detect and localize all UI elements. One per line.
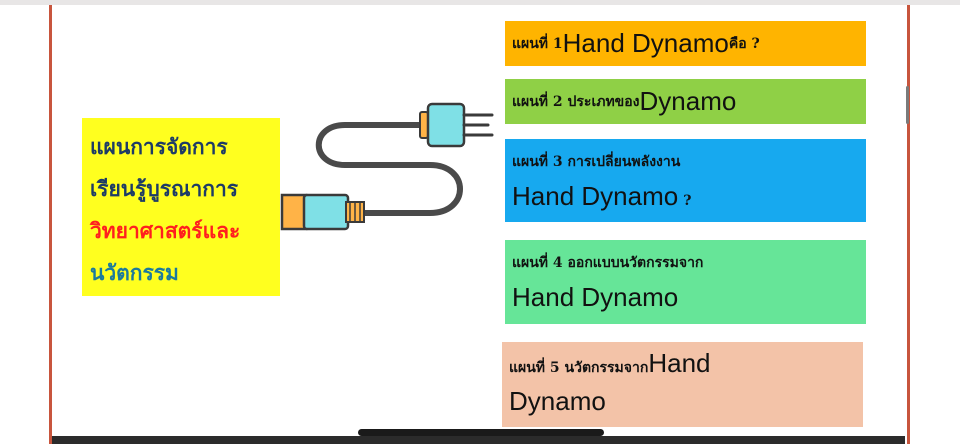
title-line-1: แผนการจัดการ <box>90 134 228 159</box>
plan-5-card[interactable]: แผนที่ 5 นวัตกรรมจากHand Dynamo <box>502 342 863 427</box>
bottom-bar <box>52 436 905 444</box>
title-line-4: นวัตกรรม <box>90 260 179 285</box>
plan-3-english: Hand Dynamo <box>512 181 679 211</box>
plan-4-card[interactable]: แผนที่ 4 ออกแบบนวัตกรรมจาก Hand Dynamo <box>505 240 866 324</box>
plan-1-suffix: คือ ? <box>728 35 760 52</box>
plan-1-card[interactable]: แผนที่ 1 Hand Dynamo คือ ? <box>505 21 866 66</box>
plan-2-english: Dynamo <box>639 86 737 116</box>
top-band <box>0 0 960 5</box>
title-box: แผนการจัดการ เรียนรู้บูรณาการ วิทยาศาสตร… <box>82 118 280 296</box>
plan-3-title: แผนที่ 3 การเปลี่ยนพลังงาน <box>512 154 681 170</box>
home-indicator[interactable] <box>358 429 604 436</box>
plan-4-title: แผนที่ 4 ออกแบบนวัตกรรมจาก <box>512 255 704 271</box>
plan-3-card[interactable]: แผนที่ 3 การเปลี่ยนพลังงาน Hand Dynamo ? <box>505 139 866 222</box>
plan-5-english-b: Dynamo <box>509 386 606 416</box>
plan-5-prefix: แผนที่ 5 นวัตกรรมจาก <box>509 360 649 376</box>
plan-4-english: Hand Dynamo <box>512 282 679 312</box>
power-cable-plug-icon <box>280 102 494 231</box>
title-line-2: เรียนรู้บูรณาการ <box>90 176 239 201</box>
plan-1-english: Hand Dynamo <box>562 28 729 58</box>
plan-3-suffix: ? <box>683 193 692 209</box>
scroll-indicator[interactable] <box>906 86 909 124</box>
title-line-3: วิทยาศาสตร์และ <box>90 218 241 243</box>
plan-2-card[interactable]: แผนที่ 2 ประเภทของ Dynamo <box>505 79 866 124</box>
plan-5-english-a: Hand <box>648 348 711 378</box>
plan-2-prefix: แผนที่ 2 ประเภทของ <box>512 93 640 110</box>
plan-1-prefix: แผนที่ 1 <box>512 35 563 52</box>
